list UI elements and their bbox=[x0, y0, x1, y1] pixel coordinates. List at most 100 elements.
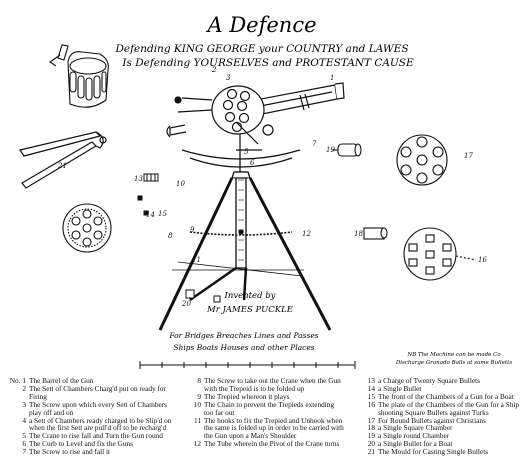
loose-chamber-set bbox=[49, 44, 109, 108]
boat-bullet bbox=[185, 289, 221, 303]
scale-bar bbox=[139, 361, 356, 369]
legend-text: a Single Square Chamber bbox=[378, 423, 453, 433]
fig-label-17: 17 bbox=[464, 152, 473, 160]
legend-number: 20 bbox=[367, 439, 375, 449]
nb-note-1: NB The Machine can be made Co bbox=[406, 352, 501, 358]
fig-label-1: 1 bbox=[330, 74, 334, 82]
legend-number: 12 bbox=[193, 439, 201, 449]
legend-text: a Single Bullet bbox=[378, 383, 422, 393]
legend-text: The hooks to fix the Trepied and Unhook … bbox=[204, 415, 344, 441]
legend-number: 17 bbox=[367, 415, 375, 425]
fig-label-16: 16 bbox=[478, 256, 487, 264]
fig-label-2: 2 bbox=[211, 66, 217, 74]
legend-number: 5 bbox=[22, 431, 26, 441]
square-bullet-charge bbox=[137, 173, 159, 216]
legend-number: 3 bbox=[22, 399, 26, 409]
legend-number: 9 bbox=[197, 391, 201, 401]
legend-number: 2 bbox=[22, 383, 26, 393]
plate-subtitle-1: Defending KING GEORGE your COUNTRY and L… bbox=[114, 43, 408, 55]
tripod-stand bbox=[158, 149, 332, 332]
fig-label-7: 7 bbox=[312, 140, 317, 148]
legend-number: 13 bbox=[367, 376, 375, 385]
legend-text: The plate of the Chambers of the Gun for… bbox=[378, 399, 520, 417]
legend-text: a Single Bullet for a Boat bbox=[378, 439, 453, 449]
legend-text: The front of the Chambers of a Gun for a… bbox=[378, 391, 514, 401]
chamber-plate-square-bullets bbox=[403, 227, 477, 281]
legend-text: The Tube wherein the Pivot of the Crane … bbox=[204, 439, 340, 449]
fig-label-6: 6 bbox=[250, 159, 255, 167]
single-round-chamber bbox=[332, 143, 362, 157]
legend-number: No. 1 bbox=[9, 376, 26, 385]
legend-text: The Trepied whereon it plays bbox=[204, 391, 290, 401]
uses-line-2: Ships Boats Houses and other Places bbox=[173, 343, 314, 352]
legend-text: The Mould for Casting Single Bullets bbox=[378, 447, 489, 457]
fig-label-10: 10 bbox=[176, 180, 185, 188]
invented-by-label: Invented by bbox=[224, 291, 276, 301]
legend-text: a Single round Chamber bbox=[378, 431, 450, 441]
nb-note-2: Discharge Granado Balls at same Bulletts bbox=[395, 360, 512, 366]
legend-text: a Charge of Twenty Square Bullets bbox=[378, 376, 480, 385]
legend-text: For Round Bullets against Christians bbox=[378, 415, 486, 425]
legend-number: 7 bbox=[22, 447, 26, 457]
fig-label-11: 11 bbox=[192, 256, 201, 264]
fig-label-9: 9 bbox=[190, 226, 195, 234]
fig-label-18: 18 bbox=[354, 230, 363, 238]
uses-line-1: For Bridges Breaches Lines and Passes bbox=[168, 331, 318, 340]
single-square-chamber bbox=[363, 227, 388, 240]
fig-label-8: 8 bbox=[168, 232, 173, 240]
fig-label-15: 15 bbox=[158, 210, 167, 218]
legend-text: The Chain to prevent the Trepieds extend… bbox=[204, 399, 335, 417]
fig-label-20: 20 bbox=[181, 300, 191, 308]
legend-text: a Sett of Chambers ready charged to be S… bbox=[29, 415, 172, 433]
fig-label-21: 21 bbox=[57, 162, 67, 170]
chamber-plate-round-bullets bbox=[396, 134, 448, 186]
legend-text: The Curb to Level and fix the Guns bbox=[29, 439, 133, 449]
legend-number: 21 bbox=[367, 447, 375, 457]
bullet-mould bbox=[19, 131, 107, 189]
fig-label-12: 12 bbox=[302, 230, 311, 238]
fig-label-19: 19 bbox=[326, 146, 335, 154]
chamber-front-round bbox=[62, 203, 112, 253]
legend-number: 16 bbox=[367, 399, 375, 409]
plate-title: A Defence bbox=[205, 13, 316, 37]
legend-text: The Screw to rise and fall it bbox=[29, 447, 111, 457]
legend-text: The Screw upon which every Sett of Chamb… bbox=[29, 399, 167, 417]
legend-number: 19 bbox=[367, 431, 375, 441]
fig-label-5: 5 bbox=[244, 148, 249, 156]
legend-number: 6 bbox=[22, 439, 26, 449]
fig-label-14: 14 bbox=[146, 211, 155, 219]
fig-label-3: 3 bbox=[226, 74, 231, 82]
legend-text: The Screw to take out the Crane when the… bbox=[204, 376, 341, 393]
legend-number: 15 bbox=[367, 391, 375, 401]
inventor-name: Mr JAMES PUCKLE bbox=[206, 305, 294, 315]
legend-text: The Sett of Chambers Charg'd put on read… bbox=[29, 383, 166, 401]
legend-number: 18 bbox=[367, 423, 375, 433]
legend-number: 11 bbox=[193, 415, 201, 425]
fig-label-13: 13 bbox=[134, 175, 143, 183]
plate-subtitle-2: Is Defending YOURSELVES and PROTESTANT C… bbox=[121, 57, 414, 69]
legend-text: The Crane to rise fall and Turn the Gun … bbox=[29, 431, 163, 441]
legend-number: 10 bbox=[193, 399, 201, 409]
